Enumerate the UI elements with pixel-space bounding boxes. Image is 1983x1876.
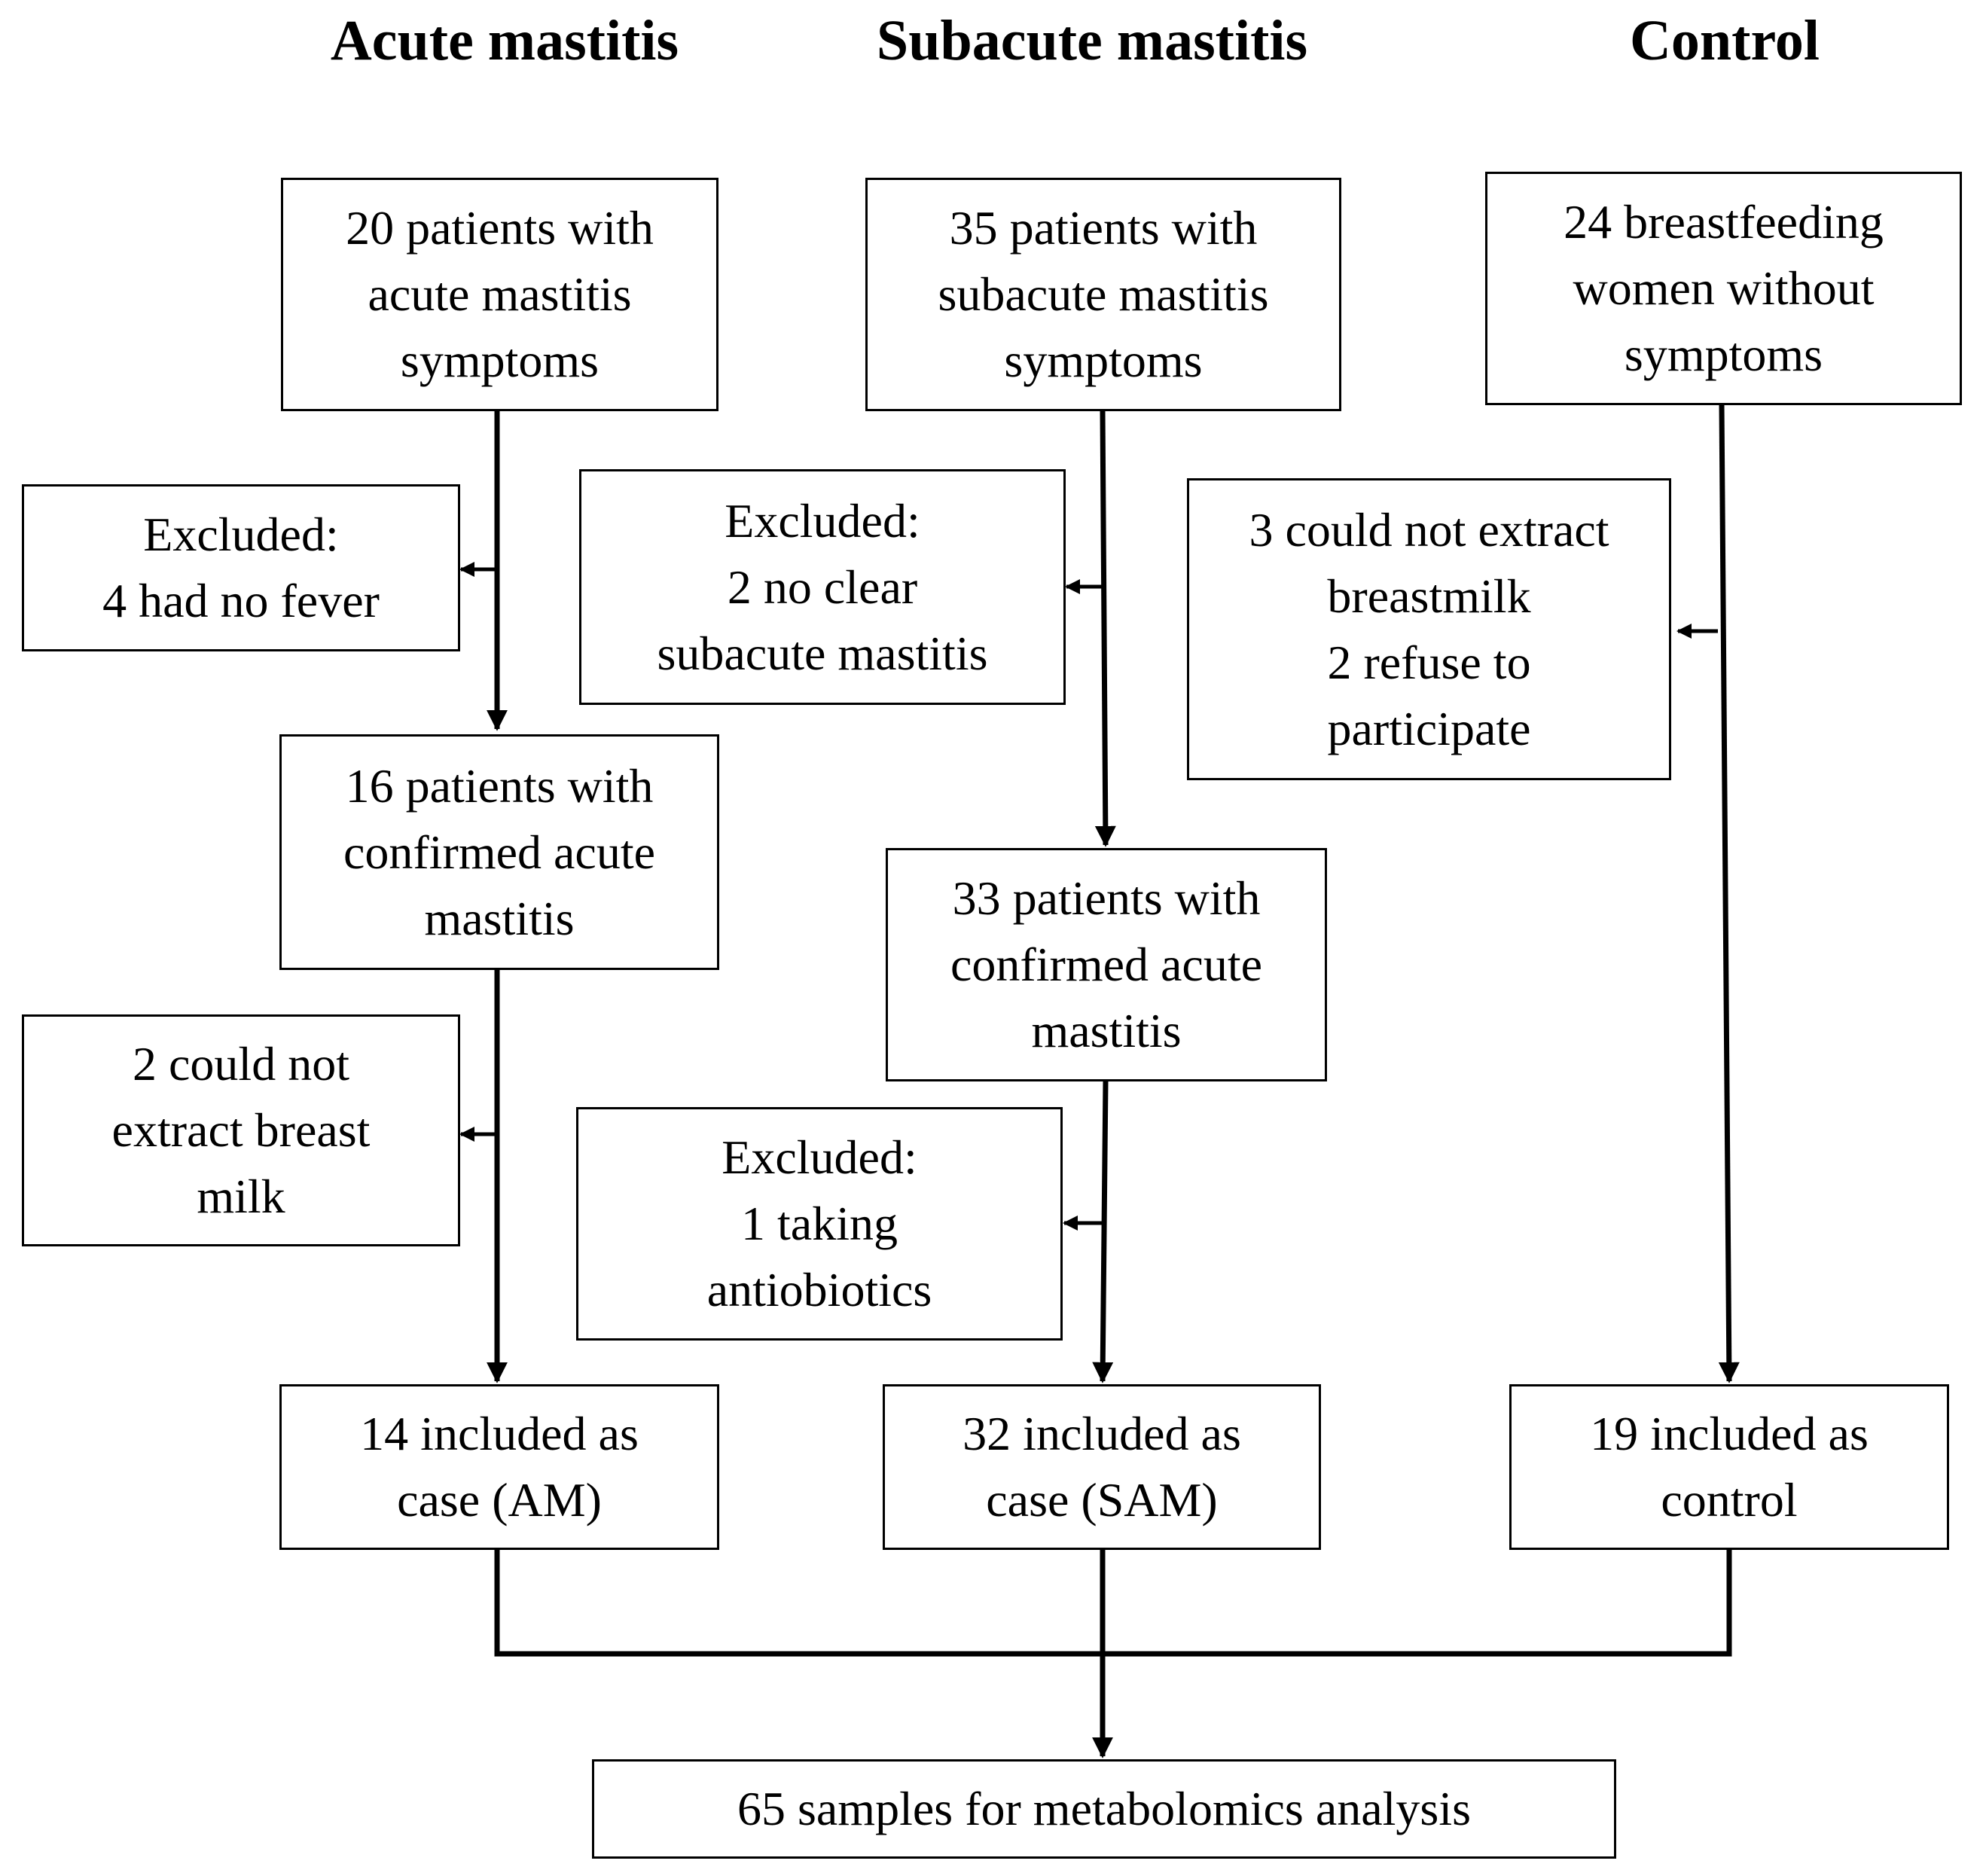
acute-excluded-1-line-1: Excluded: xyxy=(143,508,339,561)
subacute-confirmed-line-2: confirmed acute xyxy=(950,938,1262,991)
acute-included-line-2: case (AM) xyxy=(397,1473,602,1527)
acute-start-line-3: symptoms xyxy=(400,334,599,387)
subacute-confirmed-box: 33 patients with confirmed acute mastiti… xyxy=(886,848,1327,1081)
acute-excluded-2-line-2: extract breast xyxy=(111,1103,371,1157)
control-start-line-3: symptoms xyxy=(1624,328,1823,381)
subacute-included-line-1: 32 included as xyxy=(963,1407,1241,1460)
control-start-line-2: women without xyxy=(1573,261,1875,315)
control-flow-arrow xyxy=(1718,404,1740,1383)
subacute-start-line-2: subacute mastitis xyxy=(938,267,1269,321)
acute-excluded-box-1: Excluded: 4 had no fever xyxy=(22,484,460,651)
subacute-start-line-3: symptoms xyxy=(1004,334,1203,387)
control-included-line-1: 19 included as xyxy=(1590,1407,1869,1460)
final-samples-box: 65 samples for metabolomics analysis xyxy=(592,1759,1616,1859)
subacute-column-header: Subacute mastitis xyxy=(876,8,1308,72)
control-excluded-line-2: breastmilk xyxy=(1327,569,1531,623)
merge-connector xyxy=(494,1550,1732,1657)
subacute-included-line-2: case (SAM) xyxy=(986,1473,1218,1527)
acute-column-header: Acute mastitis xyxy=(330,8,679,72)
subacute-excluded-2-line-2: 1 taking xyxy=(741,1197,898,1250)
acute-excluded-2-line-1: 2 could not xyxy=(133,1037,349,1091)
acute-included-line-1: 14 included as xyxy=(360,1407,639,1460)
acute-start-line-1: 20 patients with xyxy=(346,201,654,255)
final-samples-label: 65 samples for metabolomics analysis xyxy=(737,1782,1472,1835)
subacute-confirmed-line-3: mastitis xyxy=(1031,1004,1182,1057)
subacute-confirmed-line-1: 33 patients with xyxy=(952,871,1261,925)
acute-included-box: 14 included as case (AM) xyxy=(279,1384,719,1550)
control-column-header: Control xyxy=(1630,8,1820,72)
subacute-start-line-1: 35 patients with xyxy=(949,201,1258,255)
subacute-excluded-1-line-3: subacute mastitis xyxy=(657,626,988,680)
subacute-flow-arrow-2 xyxy=(1092,1081,1114,1383)
acute-confirmed-line-3: mastitis xyxy=(424,891,575,945)
control-included-box: 19 included as control xyxy=(1509,1384,1949,1550)
acute-confirmed-box: 16 patients with confirmed acute mastiti… xyxy=(279,734,719,970)
subacute-flow-arrow-1 xyxy=(1094,410,1116,847)
control-excluded-line-4: participate xyxy=(1327,701,1531,755)
subacute-start-box: 35 patients with subacute mastitis sympt… xyxy=(865,178,1341,411)
subacute-excluded-2-line-1: Excluded: xyxy=(722,1130,917,1184)
subacute-excluded-1-line-2: 2 no clear xyxy=(727,560,918,614)
acute-confirmed-line-2: confirmed acute xyxy=(343,825,655,879)
acute-excluded-1-line-2: 4 had no fever xyxy=(102,574,380,627)
control-excluded-line-3: 2 refuse to xyxy=(1327,635,1531,689)
control-start-line-1: 24 breastfeeding xyxy=(1564,195,1884,249)
acute-start-line-2: acute mastitis xyxy=(368,267,632,321)
acute-start-box: 20 patients with acute mastitis symptoms xyxy=(281,178,718,411)
subacute-excluded-1-line-1: Excluded: xyxy=(725,493,920,548)
control-included-line-2: control xyxy=(1661,1473,1798,1527)
subacute-included-box: 32 included as case (SAM) xyxy=(883,1384,1321,1550)
control-excluded-box: 3 could not extract breastmilk 2 refuse … xyxy=(1187,478,1671,780)
control-excluded-line-1: 3 could not extract xyxy=(1249,502,1609,557)
acute-excluded-2-line-3: milk xyxy=(197,1170,285,1223)
subacute-excluded-box-1: Excluded: 2 no clear subacute mastitis xyxy=(579,469,1066,705)
control-start-box: 24 breastfeeding women without symptoms xyxy=(1485,172,1962,405)
acute-excluded-box-2: 2 could not extract breast milk xyxy=(22,1014,460,1246)
subacute-excluded-box-2: Excluded: 1 taking antiobiotics xyxy=(576,1107,1063,1341)
acute-confirmed-line-1: 16 patients with xyxy=(345,758,654,813)
subacute-excluded-2-line-3: antiobiotics xyxy=(706,1263,932,1316)
